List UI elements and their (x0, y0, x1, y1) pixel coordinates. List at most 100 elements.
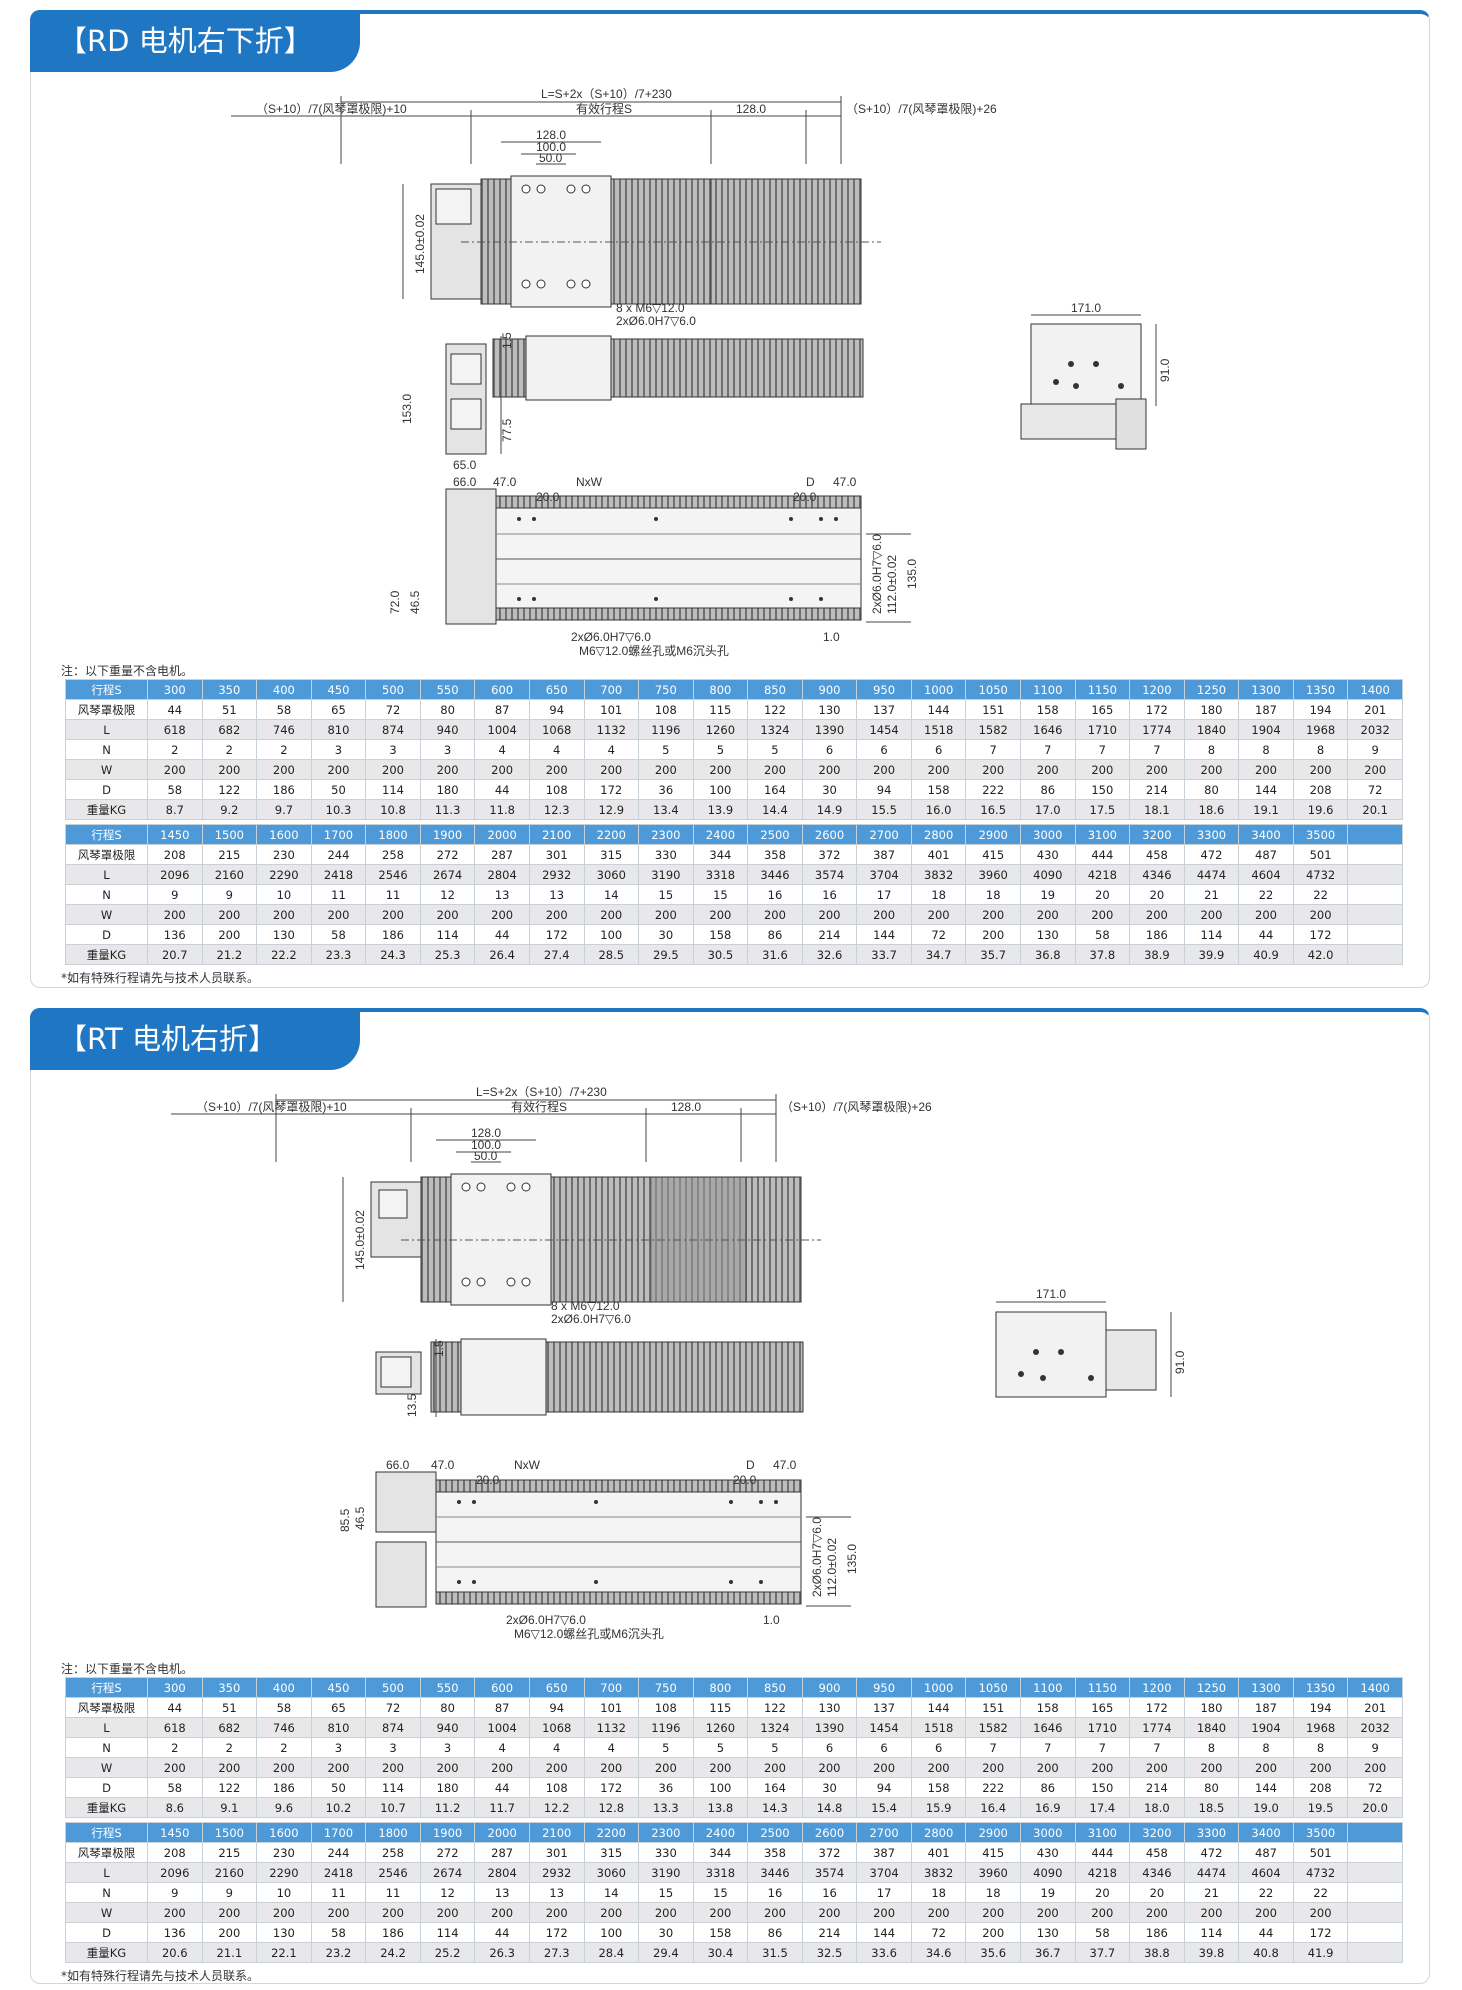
table-cell: 1390 (801, 1717, 858, 1738)
table-cell: 200 (1292, 759, 1349, 780)
table-cell: 200 (256, 1902, 312, 1923)
table-cell: 1150 (1074, 1677, 1131, 1698)
table-cell: 6 (856, 1737, 912, 1758)
table-cell: 130 (1020, 924, 1076, 945)
dim-1-0: 1.0 (763, 1613, 780, 1627)
table-cell: 144 (856, 924, 912, 945)
table-cell: 272 (419, 1842, 476, 1863)
row-label: D (65, 1777, 148, 1798)
table-cell: 58 (256, 699, 312, 720)
table-cell: 200 (365, 904, 421, 925)
table-cell: 200 (1347, 1757, 1403, 1778)
row-label: L (65, 719, 148, 740)
table-cell: 18.5 (1183, 1797, 1240, 1818)
table-cell: 114 (365, 779, 421, 800)
table-cell: 2700 (856, 824, 912, 845)
table-cell: 72 (1347, 779, 1403, 800)
table-cell: 94 (856, 1777, 912, 1798)
table-cell: 72 (365, 1697, 421, 1718)
table-cell: 500 (365, 679, 421, 700)
table-cell: 1324 (747, 1717, 803, 1738)
table-cell: 2300 (638, 824, 694, 845)
table-cell: 13 (474, 1882, 530, 1903)
table-cell: 7 (1129, 739, 1185, 760)
dim-d: D (806, 475, 815, 489)
table-cell: 2200 (583, 824, 640, 845)
table-cell: 7 (965, 1737, 1021, 1758)
table-cell: 6 (910, 739, 967, 760)
table-cell: 2290 (256, 864, 312, 885)
table-cell: 16.0 (910, 799, 967, 820)
table-cell: 287 (474, 844, 530, 865)
table-cell: 200 (1238, 904, 1294, 925)
table-cell: 6 (801, 739, 858, 760)
table-cell: 200 (1074, 1757, 1131, 1778)
table-cell: 144 (1238, 779, 1294, 800)
table-cell: 550 (419, 1677, 476, 1698)
table-cell: 187 (1238, 1697, 1294, 1718)
table-cell: 400 (256, 679, 312, 700)
table-cell: 200 (638, 1757, 694, 1778)
row-label: 风琴罩极限 (65, 844, 148, 865)
table-cell: 24.3 (365, 944, 421, 965)
table-cell: 7 (1020, 739, 1076, 760)
table-cell: 1500 (201, 1822, 258, 1843)
dim-100: 100.0 (536, 140, 566, 154)
table-cell: 137 (856, 699, 912, 720)
dim-effective-stroke: 有效行程S (576, 101, 632, 116)
table-cell: 172 (528, 1922, 585, 1943)
table-cell: 4732 (1292, 1862, 1349, 1883)
dim-65: 65.0 (453, 458, 477, 472)
table-cell: 1968 (1292, 1717, 1349, 1738)
dim-135: 135.0 (845, 1544, 859, 1574)
table-cell: 1300 (1238, 1677, 1294, 1698)
dim-50: 50.0 (474, 1149, 498, 1163)
row-label: W (65, 1757, 148, 1778)
table-cell: 3 (310, 739, 367, 760)
row-label: 行程S (65, 679, 148, 700)
table-cell: 200 (528, 759, 585, 780)
table-cell: 3400 (1238, 1822, 1294, 1843)
table-cell: 38.8 (1129, 1942, 1185, 1963)
table-cell: 13.3 (638, 1797, 694, 1818)
table-cell: 200 (201, 1902, 258, 1923)
table-cell: 1646 (1020, 1717, 1076, 1738)
table-cell: 130 (1020, 1922, 1076, 1943)
table-cell: 16 (801, 1882, 858, 1903)
table-cell: 11.2 (419, 1797, 476, 1818)
table-cell: 2900 (965, 824, 1021, 845)
table-cell: 810 (310, 1717, 367, 1738)
table-cell: 430 (1020, 1842, 1076, 1863)
table-cell: 415 (965, 844, 1021, 865)
table-cell: 144 (910, 1697, 967, 1718)
table-cell: 4 (528, 1737, 585, 1758)
table-cell (1347, 1922, 1403, 1943)
table-cell: 101 (583, 699, 640, 720)
table-cell: 36.8 (1020, 944, 1076, 965)
table-cell: 108 (638, 1697, 694, 1718)
dim-47-right: 47.0 (773, 1458, 797, 1472)
table-cell: 200 (365, 1757, 421, 1778)
table-cell: 200 (147, 904, 203, 925)
table-cell: 550 (419, 679, 476, 700)
table-cell: 200 (1129, 1902, 1185, 1923)
table-cell: 87 (474, 1697, 530, 1718)
table-cell: 200 (1074, 759, 1131, 780)
table-cell: 10 (256, 884, 312, 905)
table-cell: 401 (910, 844, 967, 865)
table-cell: 194 (1292, 699, 1349, 720)
table-cell: 2500 (747, 1822, 803, 1843)
table-cell: 3 (310, 1737, 367, 1758)
table-cell: 13.9 (692, 799, 749, 820)
table-cell: 3318 (692, 1862, 749, 1883)
table-cell: 230 (256, 1842, 312, 1863)
table-cell: 1250 (1183, 1677, 1240, 1698)
table-cell: 144 (856, 1922, 912, 1943)
table-cell: 44 (474, 1922, 530, 1943)
bottom-view (375, 1471, 851, 1608)
table-cell: 39.9 (1183, 944, 1240, 965)
table-cell: 137 (856, 1697, 912, 1718)
dim-m6-holes: 8 x M6▽12.0 (551, 1299, 620, 1313)
